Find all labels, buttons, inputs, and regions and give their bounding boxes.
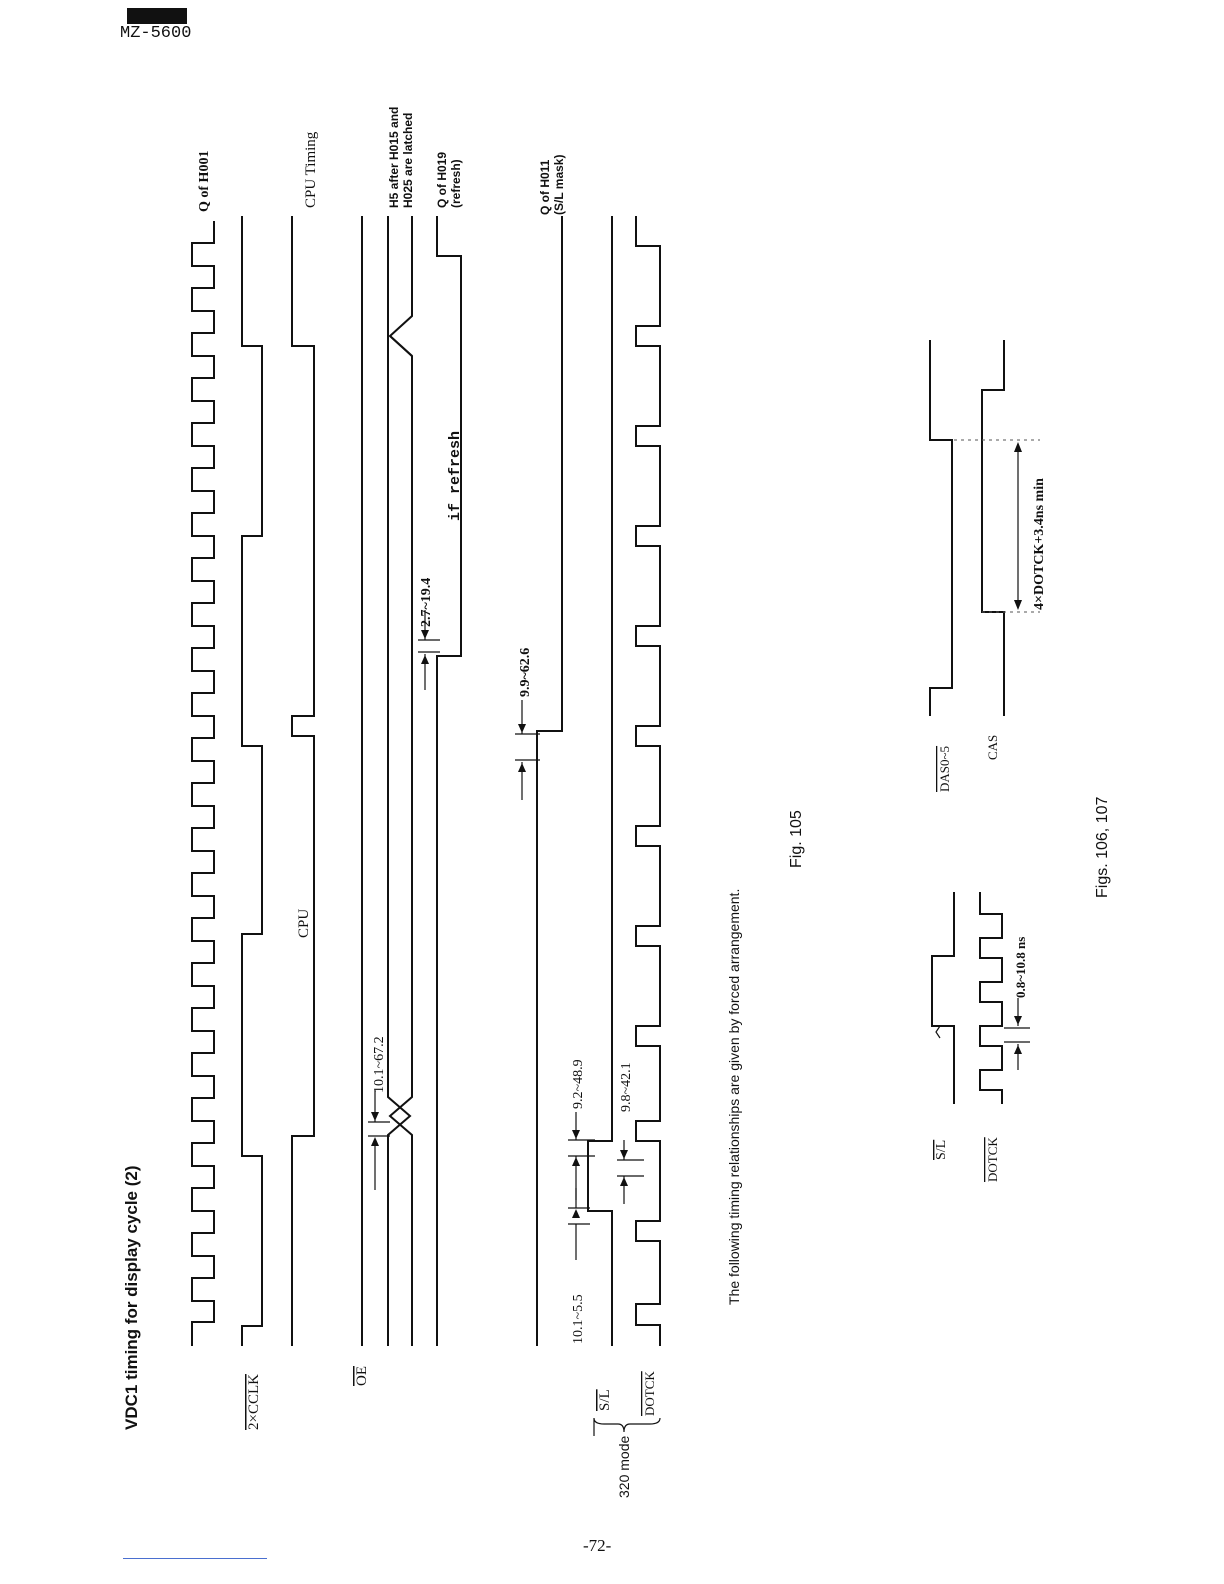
label-h5-line1: H5 after H015 and xyxy=(387,107,401,208)
label-h011-line2: (S/L mask) xyxy=(552,155,566,215)
fig107-label-cas: CAS xyxy=(985,735,1000,760)
fig106-label-sl: S/L xyxy=(934,1140,949,1160)
marker-t5 xyxy=(617,1140,644,1204)
arrow-t4a xyxy=(572,1157,580,1166)
fig105-caption: Fig. 105 xyxy=(788,810,805,868)
waveform-h5b xyxy=(389,335,413,357)
fig106-arrow-b xyxy=(1014,1016,1022,1025)
fig107-waveform-cas xyxy=(981,340,1005,716)
marker-t1 xyxy=(368,1090,390,1190)
header-black-bar xyxy=(127,8,187,24)
fig107-arrow-bottom xyxy=(1014,600,1022,610)
waveform-2xcclk xyxy=(241,216,263,1346)
fig106-marker xyxy=(1004,998,1030,1070)
timing-t4: 9.2~48.9 xyxy=(571,1059,586,1109)
fig107-arrow-top xyxy=(1014,442,1022,452)
timing-t5: 9.8~42.1 xyxy=(619,1062,634,1112)
arrow-t3b xyxy=(518,724,526,733)
label-h5-line2: H025 are latched xyxy=(401,113,415,208)
label-h019-line1: Q of H019 xyxy=(435,152,449,208)
waveform-cpu-timing xyxy=(291,216,315,1346)
fig106-timing: 0.8~10.8 ns xyxy=(1013,937,1028,998)
label-h019-line2: (refresh) xyxy=(449,159,463,208)
label-cpu: CPU xyxy=(296,909,312,938)
waveform-dotck xyxy=(635,216,661,1346)
label-oe: OE xyxy=(354,1366,370,1386)
waveform-h5 xyxy=(388,216,413,1346)
label-h011-line1: Q of H011 xyxy=(538,159,552,215)
waveform-sl xyxy=(587,216,613,1346)
fig107-label-das: DAS0~5 xyxy=(937,746,952,792)
arrow-t1b xyxy=(371,1112,379,1121)
marker-t6 xyxy=(568,1188,590,1260)
marker-t2 xyxy=(418,610,440,690)
page-number: -72- xyxy=(583,1536,612,1555)
marker-t3 xyxy=(515,700,540,800)
label-if-refresh: if refresh xyxy=(447,431,464,521)
label-sl: S/L xyxy=(597,1389,613,1411)
label-dotck: DOTCK xyxy=(642,1371,657,1416)
arrow-t3a xyxy=(518,763,526,772)
footer-line xyxy=(123,1558,267,1559)
fig106-waveform-sl xyxy=(931,892,955,1104)
model-name: MZ-5600 xyxy=(120,24,192,43)
fig106-waveform-dotck xyxy=(979,892,1003,1104)
label-320-mode: 320 mode xyxy=(616,1436,632,1498)
waveform-h019 xyxy=(436,216,462,1346)
fig106-label-dotck: DOTCK xyxy=(985,1137,1000,1182)
timing-t3: 9.9~62.6 xyxy=(518,648,533,697)
timing-t6: 10.1~5.5 xyxy=(571,1294,586,1344)
mode-brace xyxy=(593,1417,661,1436)
marker-t4 xyxy=(568,1112,595,1200)
timing-t1: 10.1~67.2 xyxy=(372,1036,387,1093)
waveform-h011 xyxy=(536,216,563,1346)
fig106-arrow-a xyxy=(1014,1045,1022,1054)
figs106-107-caption: Figs. 106, 107 xyxy=(1094,797,1111,899)
arrow-t2b xyxy=(421,630,429,639)
fig107-timing: 4×DOTCK+3.4ns min xyxy=(1032,478,1047,610)
forced-arrangement-note: The following timing relationships are g… xyxy=(726,889,742,1305)
fig107-waveform-das xyxy=(929,340,953,716)
label-q-h001: Q of H001 xyxy=(197,151,212,212)
label-2xcclk: 2×CCLK xyxy=(246,1374,262,1430)
fig105-title: VDC1 timing for display cycle (2) xyxy=(122,1165,141,1430)
timing-t2: 2.7~19.4 xyxy=(419,578,434,627)
arrow-t2a xyxy=(421,655,429,664)
arrow-t5a xyxy=(620,1177,628,1186)
waveform-q-h001 xyxy=(191,221,215,1346)
arrow-t4b xyxy=(572,1130,580,1139)
arrow-t6a xyxy=(572,1209,580,1218)
arrow-t1a xyxy=(371,1137,379,1146)
label-cpu-timing: CPU Timing xyxy=(303,131,319,208)
waveform-oe-upper xyxy=(387,216,412,1346)
fig106-glitch xyxy=(935,1025,941,1039)
arrow-t5b xyxy=(620,1150,628,1159)
